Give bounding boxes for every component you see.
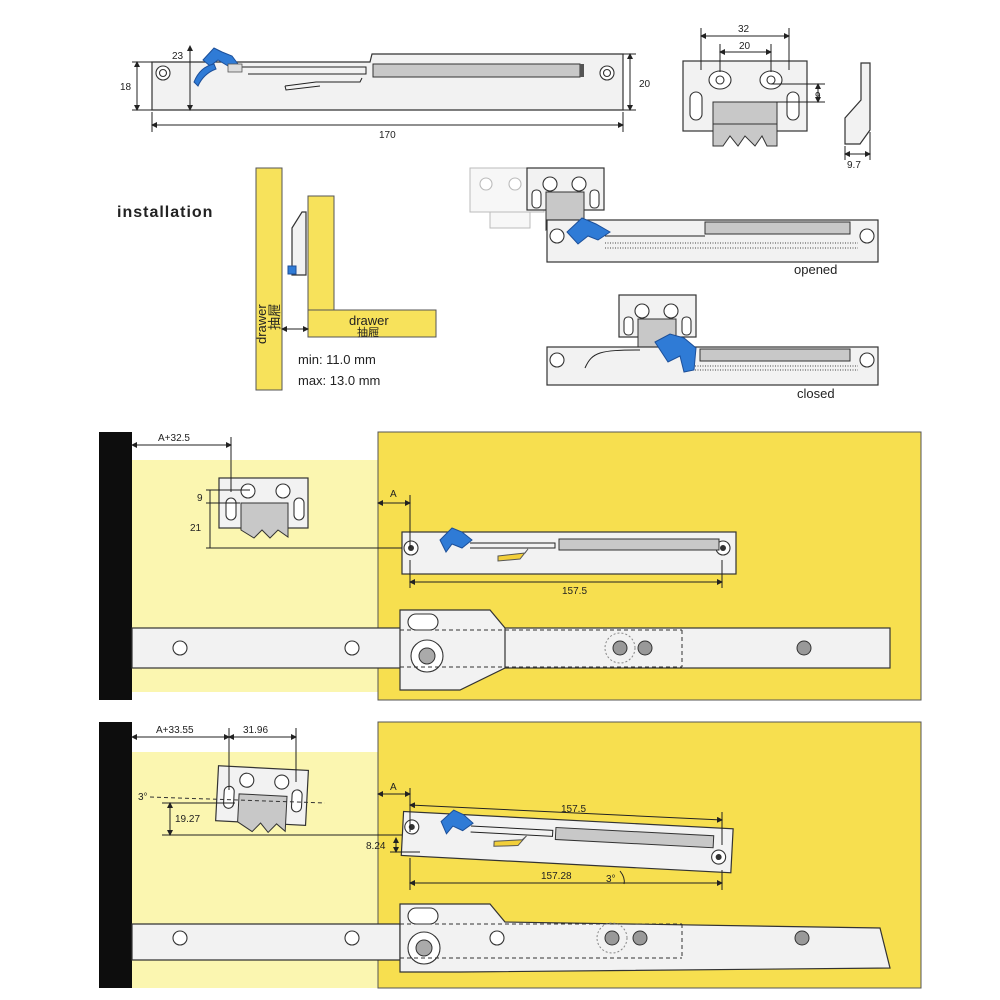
- dim-9-bracket: 9: [815, 91, 821, 102]
- dim-20-holes: 20: [739, 41, 751, 52]
- angle-3-damper: 3°: [606, 874, 616, 885]
- angle-3-bracket: 3°: [138, 792, 148, 803]
- damper-closed-view: closed: [546, 294, 879, 401]
- drawer-bottom-label-line1: drawer: [349, 313, 389, 328]
- closed-label: closed: [797, 386, 835, 401]
- dim-a-plus-32-5: A+32.5: [158, 433, 190, 444]
- min-spec: min: 11.0 mm: [298, 352, 376, 367]
- damper-top-view: 23 18 20 170: [120, 45, 651, 141]
- dim-21-p1: 21: [190, 523, 202, 534]
- dim-157-5-p2: 157.5: [561, 804, 586, 815]
- dim-a-p1: A: [390, 489, 397, 500]
- mounting-panel-straight: A+32.5 9 21 A 157.5: [99, 431, 922, 701]
- bracket-front-view: 32 20 9: [682, 24, 825, 147]
- dim-31-96: 31.96: [243, 725, 268, 736]
- mounting-panel-angled: A+33.55 31.96 3° 19.27 A 157.5 8.24 157.…: [99, 721, 922, 989]
- installation-section-view: drawer 抽屜 drawer 抽屜 min: 11.0 mm max: 13…: [254, 167, 437, 391]
- dim-9-7: 9.7: [847, 160, 861, 171]
- dim-20-height: 20: [639, 79, 651, 90]
- installation-title: installation: [117, 204, 213, 221]
- dim-157-5-p1: 157.5: [562, 586, 587, 597]
- dim-170: 170: [379, 130, 396, 141]
- dim-157-28: 157.28: [541, 871, 572, 882]
- damper-opened-view: opened: [469, 167, 879, 277]
- dim-18: 18: [120, 82, 132, 93]
- opened-label: opened: [794, 262, 837, 277]
- dim-23: 23: [172, 51, 184, 62]
- drawer-side-label-line2: 抽屜: [267, 304, 282, 330]
- dim-a-p2: A: [390, 782, 397, 793]
- drawer-bottom-label-line2: 抽屜: [357, 325, 379, 339]
- bracket-side-view: 9.7: [844, 62, 871, 171]
- max-spec: max: 13.0 mm: [298, 373, 380, 388]
- dim-19-27: 19.27: [175, 814, 200, 825]
- blue-latch-icon: [193, 47, 243, 87]
- dim-a-plus-33-55: A+33.55: [156, 725, 194, 736]
- drawer-side-label-line1: drawer: [254, 304, 269, 344]
- dim-8-24: 8.24: [366, 841, 386, 852]
- dim-32: 32: [738, 24, 750, 35]
- dim-9-p1: 9: [197, 493, 203, 504]
